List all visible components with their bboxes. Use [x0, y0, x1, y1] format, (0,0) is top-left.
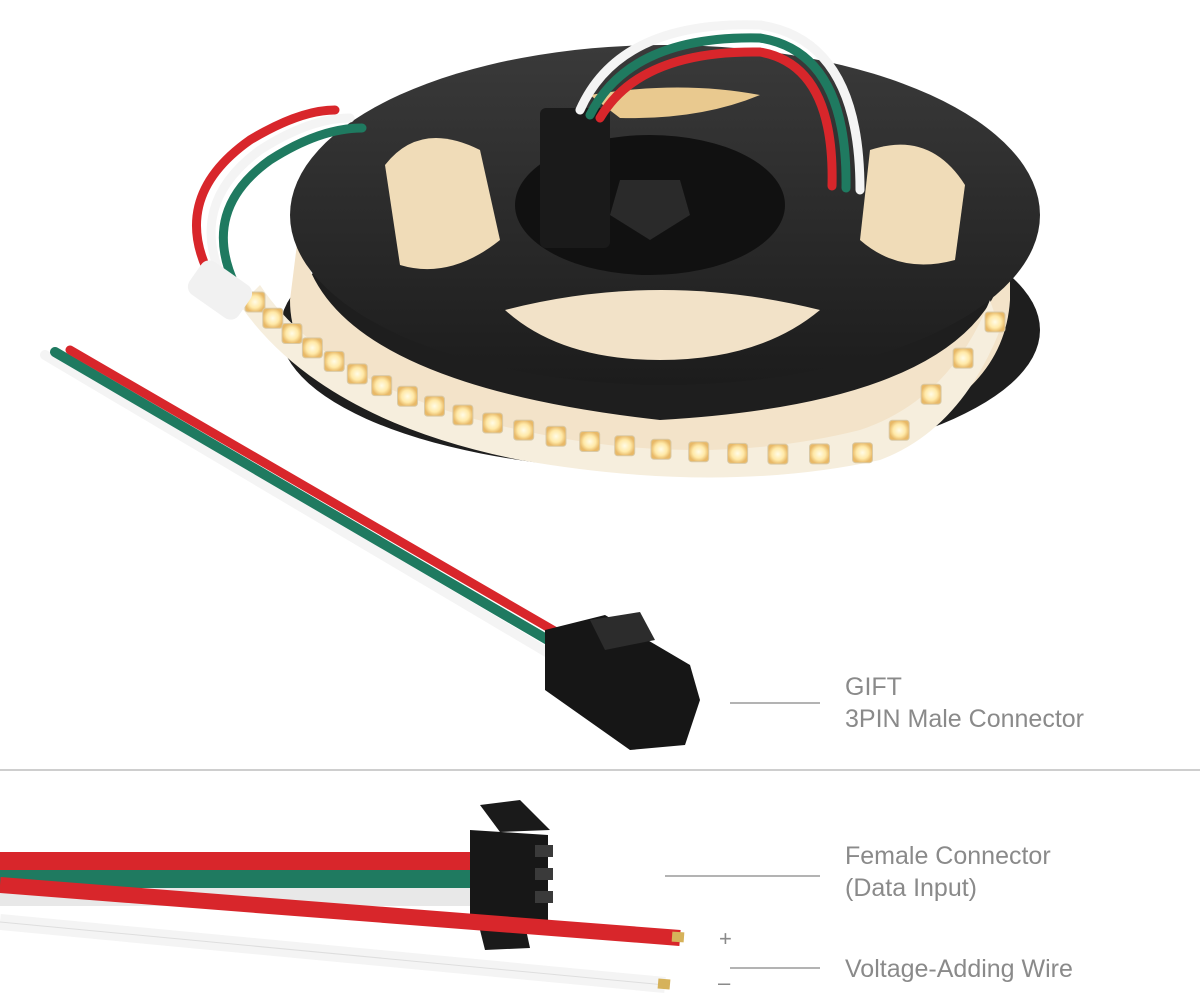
led-chip: [424, 395, 445, 417]
led-chip: [920, 383, 942, 405]
led-chip: [984, 311, 1006, 333]
led-chip: [888, 419, 910, 441]
gift-detail: 3PIN Male Connector: [845, 705, 1085, 733]
gift-wires: [40, 345, 575, 665]
led-chip: [688, 441, 710, 463]
led-chip: [650, 438, 672, 460]
led-chip: [452, 404, 474, 426]
reel-window-left: [385, 138, 500, 270]
led-chip: [346, 363, 368, 385]
minus-sign: –: [718, 970, 731, 995]
strip-front-run: [240, 285, 1000, 478]
led-chip: [614, 435, 636, 457]
led-chip: [323, 350, 345, 372]
led-chip: [579, 431, 601, 452]
led-chip: [727, 442, 749, 464]
reel-window-right: [860, 144, 965, 265]
led-chip: [482, 412, 504, 434]
led-chip: [809, 443, 830, 465]
female-connector-detail: (Data Input): [845, 874, 978, 902]
gift-title: GIFT: [845, 673, 902, 701]
reel-hub-clip: [610, 180, 690, 240]
gift-male-connector: [545, 612, 700, 750]
led-chip: [545, 425, 567, 447]
reel-window-top: [590, 87, 760, 119]
led-chip: [397, 385, 418, 407]
led-chip: [371, 375, 393, 397]
led-chips: [244, 291, 1006, 465]
led-chip: [852, 442, 873, 464]
led-chip: [952, 347, 974, 369]
strip-end-wires: [192, 105, 367, 290]
led-chip: [262, 307, 284, 329]
led-chip: [301, 337, 323, 359]
plus-sign: +: [719, 926, 732, 951]
female-connector-title: Female Connector: [845, 842, 1051, 870]
reel-window-bottom: [505, 290, 820, 360]
led-chip: [767, 443, 789, 465]
strip-end-sleeve: [187, 260, 253, 320]
female-connector: [470, 800, 553, 950]
led-chip: [281, 323, 303, 344]
led-chip: [513, 419, 535, 441]
reel-top-connector: [540, 108, 610, 248]
voltage-adding-wires: [0, 877, 685, 993]
reel-lead-wires: [575, 20, 865, 195]
voltage-wire-label: Voltage-Adding Wire: [845, 955, 1073, 983]
